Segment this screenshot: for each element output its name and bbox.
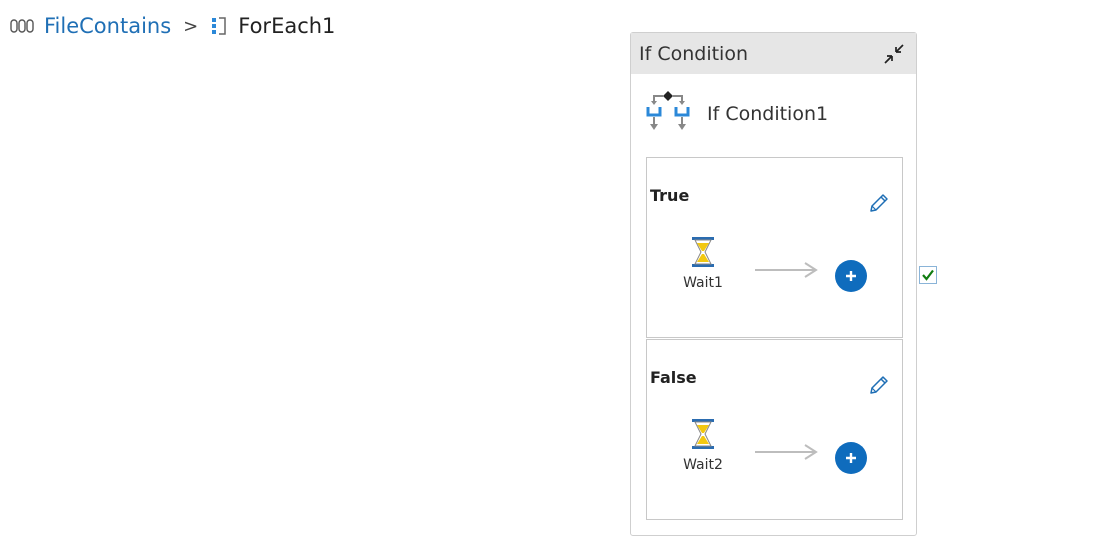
- if-condition-activity-name: If Condition1: [707, 102, 829, 125]
- hourglass-icon: [689, 237, 717, 272]
- if-condition-container[interactable]: If Condition: [630, 32, 917, 536]
- plus-icon: [846, 271, 856, 281]
- true-branch-label: True: [650, 186, 690, 205]
- false-branch-label: False: [650, 368, 697, 387]
- true-branch: True Wait1: [646, 157, 903, 338]
- breadcrumb-current: ForEach1: [238, 14, 336, 38]
- wait-activity[interactable]: Wait2: [675, 418, 731, 473]
- if-condition-header-title: If Condition: [639, 42, 748, 65]
- wait-activity[interactable]: Wait1: [675, 236, 731, 291]
- arrow-icon: [753, 262, 819, 278]
- success-checkbox[interactable]: [919, 266, 937, 284]
- add-activity-button[interactable]: [835, 260, 867, 292]
- false-branch: False Wait2: [646, 339, 903, 520]
- if-condition-icon: [645, 88, 691, 139]
- foreach-icon: [210, 16, 228, 36]
- add-activity-button[interactable]: [835, 442, 867, 474]
- if-condition-activity[interactable]: If Condition1: [645, 88, 828, 139]
- breadcrumb-separator: >: [183, 15, 199, 37]
- pencil-icon[interactable]: [868, 192, 890, 214]
- breadcrumb: FileContains > ForEach1: [10, 12, 335, 40]
- collapse-icon[interactable]: [880, 40, 908, 68]
- plus-icon: [846, 453, 856, 463]
- hourglass-icon: [689, 419, 717, 454]
- pencil-icon[interactable]: [868, 374, 890, 396]
- breadcrumb-pipeline-link[interactable]: FileContains: [44, 14, 172, 38]
- if-condition-header: If Condition: [631, 33, 916, 74]
- wait-activity-name: Wait2: [683, 457, 723, 473]
- wait-activity-name: Wait1: [683, 275, 723, 291]
- pipeline-icon: [10, 18, 34, 34]
- arrow-icon: [753, 444, 819, 460]
- checkmark-icon: [922, 269, 934, 281]
